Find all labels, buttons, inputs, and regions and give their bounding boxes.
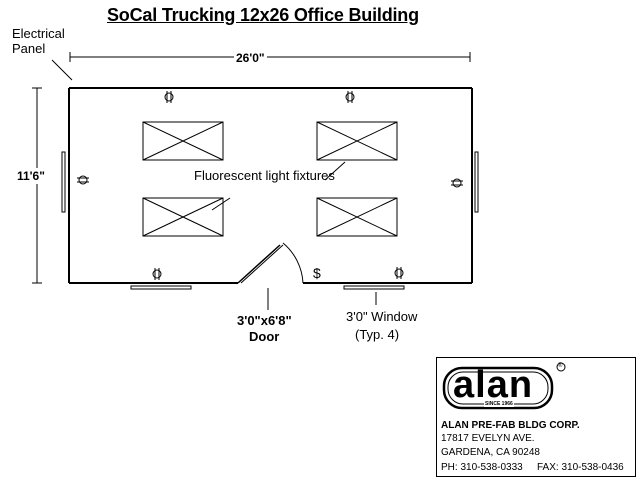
light-fixtures bbox=[142, 121, 398, 237]
window-right bbox=[474, 151, 479, 213]
fixtures-label: Fluorescent light fixtures bbox=[194, 168, 335, 183]
windows bbox=[61, 151, 479, 290]
window-label: 3'0" Window bbox=[346, 309, 418, 324]
door-label: 3'0"x6'8" bbox=[237, 313, 292, 328]
outlets bbox=[77, 91, 463, 280]
outlet-icon bbox=[451, 178, 463, 188]
company-name: ALAN PRE-FAB BLDG CORP. bbox=[441, 420, 580, 431]
window-bottom-right bbox=[343, 285, 405, 290]
outlet-icon bbox=[164, 91, 174, 103]
building-outline bbox=[68, 87, 473, 284]
light-fixture-4 bbox=[316, 197, 398, 237]
height-dimension-label: 11'6" bbox=[17, 168, 45, 184]
company-block bbox=[436, 357, 636, 477]
electrical-panel-leader bbox=[51, 59, 73, 81]
page-title: SoCal Trucking 12x26 Office Building bbox=[107, 5, 419, 25]
window-bottom-left bbox=[130, 285, 192, 290]
company-fax: FAX: 310-538-0436 bbox=[537, 462, 624, 473]
fixture-leader-left bbox=[211, 197, 231, 211]
outlet-icon bbox=[345, 91, 355, 103]
company-address-1: 17817 EVELYN AVE. bbox=[441, 433, 535, 444]
height-dimension bbox=[32, 87, 42, 284]
outlet-icon bbox=[152, 268, 162, 280]
logo-text: alan bbox=[453, 364, 534, 406]
registered-mark: ® bbox=[558, 363, 563, 369]
light-fixture-3 bbox=[142, 197, 224, 237]
electrical-panel-label-2: Panel bbox=[12, 41, 46, 56]
switch-symbol: $ bbox=[313, 265, 321, 281]
electrical-panel-label: Electrical bbox=[12, 26, 65, 41]
outlet-icon bbox=[77, 175, 89, 185]
company-phone: PH: 310-538-0333 bbox=[441, 462, 523, 473]
door-label-2: Door bbox=[249, 329, 280, 344]
light-fixture-2 bbox=[316, 121, 398, 161]
light-fixture-1 bbox=[142, 121, 224, 161]
company-address-2: GARDENA, CA 90248 bbox=[441, 447, 540, 458]
logo-since: SINCE 1966 bbox=[484, 401, 514, 407]
outlet-icon bbox=[394, 267, 404, 279]
door-swing bbox=[237, 242, 304, 284]
width-dimension-label: 26'0" bbox=[234, 51, 267, 65]
width-dimension bbox=[69, 52, 471, 62]
fixture-leader-right bbox=[324, 161, 346, 181]
window-label-2: (Typ. 4) bbox=[355, 327, 400, 342]
window-left bbox=[61, 151, 66, 213]
